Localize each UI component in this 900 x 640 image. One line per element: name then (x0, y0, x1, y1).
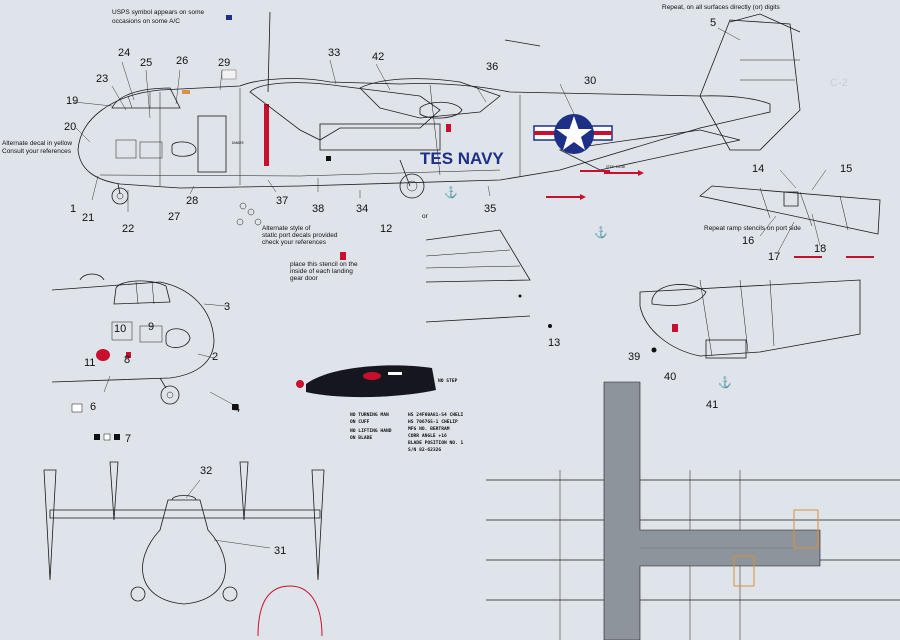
svg-text:⚓: ⚓ (444, 186, 458, 199)
main-gear (399, 159, 425, 199)
top-view (486, 381, 900, 640)
wing-detail-12 (425, 229, 552, 328)
callout-11: 11 (84, 357, 95, 369)
callout-25: 25 (140, 57, 152, 69)
front-view (43, 461, 325, 637)
callout-35: 35 (484, 203, 496, 215)
gear-stencil-note-2: inside of each landing (290, 268, 353, 275)
callout-23: 23 (96, 73, 108, 85)
callout-30: 30 (584, 75, 596, 87)
alt-static-note: Alternate style of (262, 225, 311, 232)
main-side-view: DANGER TES NAVY (77, 11, 801, 260)
callout-9: 9 (148, 321, 154, 333)
callout-26: 26 (176, 55, 188, 67)
callout-42: 42 (372, 51, 384, 63)
usps-note: USPS symbol appears on some (112, 9, 205, 16)
nose-gear (111, 183, 129, 205)
callout-1: 1 (70, 203, 76, 215)
callout-13: 13 (548, 337, 560, 349)
prop-stencil-4: ON BLADE (350, 435, 372, 441)
alt-decal-note-2: Consult your references (2, 148, 72, 155)
svg-text:STEP CLEAR: STEP CLEAR (606, 165, 625, 169)
prop-info-5: BLADE POSITION NO. 1 (408, 440, 464, 446)
callout-28: 28 (186, 195, 198, 207)
nose-detail (51, 273, 238, 441)
callout-19: 19 (66, 95, 78, 107)
leader-lines (73, 27, 827, 549)
alt-static-note-2: static port decals provided (262, 232, 338, 239)
navy-lettering: TES NAVY (420, 149, 504, 168)
callout-16: 16 (742, 235, 754, 247)
ramp-note: Repeat ramp stencils on port side (704, 225, 801, 232)
callout-14: 14 (752, 163, 764, 175)
prop-info-2: HS 7067G5-1 CHELIP (408, 419, 458, 425)
callout-15: 15 (840, 163, 852, 175)
watermark-text: C-2 (830, 77, 848, 89)
red-stencil-arrows: STEP CLEAR (546, 165, 644, 200)
callout-8: 8 (124, 354, 130, 366)
callout-41: 41 (706, 399, 718, 411)
alt-decal-note: Alternate decal in yellow (2, 140, 72, 147)
callout-33: 33 (328, 47, 340, 59)
callout-32: 32 (200, 465, 212, 477)
prop-info-3: MFG NO. BERTRAM (408, 426, 450, 432)
callout-39: 39 (628, 351, 640, 363)
callout-numbers: 1 2 3 4 5 6 7 8 9 10 11 12 13 14 15 16 1… (64, 17, 852, 557)
callout-10: 10 (114, 323, 126, 335)
callout-20: 20 (64, 121, 76, 133)
prop-stencil-2: ON CUFF (350, 419, 370, 425)
gear-stencil-note-3: gear door (290, 275, 319, 282)
top-right-note: Repeat, on all surfaces directly (or) di… (662, 4, 781, 11)
svg-text:C-2: C-2 (830, 77, 848, 89)
callout-7: 7 (125, 433, 131, 445)
prop-info-1: HS 24F60A81-S4 CHELI (408, 412, 464, 418)
callout-27: 27 (168, 211, 180, 223)
callout-6: 6 (90, 401, 96, 413)
svg-text:or: or (422, 213, 429, 220)
prop-stencil-1: NO TURNING MAN (350, 412, 389, 418)
sponson-detail: ⚓ (639, 279, 861, 389)
prop-stencil-3: NO LIFTING HAND (350, 428, 392, 434)
propeller-blade: NO STEP NO TURNING MAN ON CUFF NO LIFTIN… (296, 365, 464, 453)
alt-static-note-3: check your references (262, 239, 327, 246)
gear-stencil-note: place this stencil on the (290, 261, 358, 268)
svg-text:DANGER: DANGER (232, 141, 244, 145)
svg-text:⚓: ⚓ (718, 376, 732, 389)
no-step-stencil: NO STEP (438, 378, 458, 384)
callout-2: 2 (212, 351, 218, 363)
callout-3: 3 (224, 301, 230, 313)
callout-40: 40 (664, 371, 676, 383)
callout-36: 36 (486, 61, 498, 73)
callout-31: 31 (274, 545, 286, 557)
callout-38: 38 (312, 203, 324, 215)
callout-17: 17 (768, 251, 780, 263)
ramp-detail (699, 185, 881, 258)
national-insignia (533, 114, 613, 154)
prop-info-4: CORR ANGLE +16 (408, 433, 447, 439)
callout-12: 12 (380, 223, 392, 235)
callout-34: 34 (356, 203, 368, 215)
callout-22: 22 (122, 223, 134, 235)
callout-4: 4 (234, 403, 240, 415)
callout-18: 18 (814, 243, 826, 255)
callout-24: 24 (118, 47, 130, 59)
usps-note-2: occasions on some A/C (112, 18, 180, 25)
callout-37: 37 (276, 195, 288, 207)
svg-text:⚓: ⚓ (594, 226, 608, 239)
prop-info-6: S/N 82-6232G (408, 447, 441, 453)
callout-21: 21 (82, 212, 94, 224)
callout-5: 5 (710, 17, 716, 29)
callout-29: 29 (218, 57, 230, 69)
